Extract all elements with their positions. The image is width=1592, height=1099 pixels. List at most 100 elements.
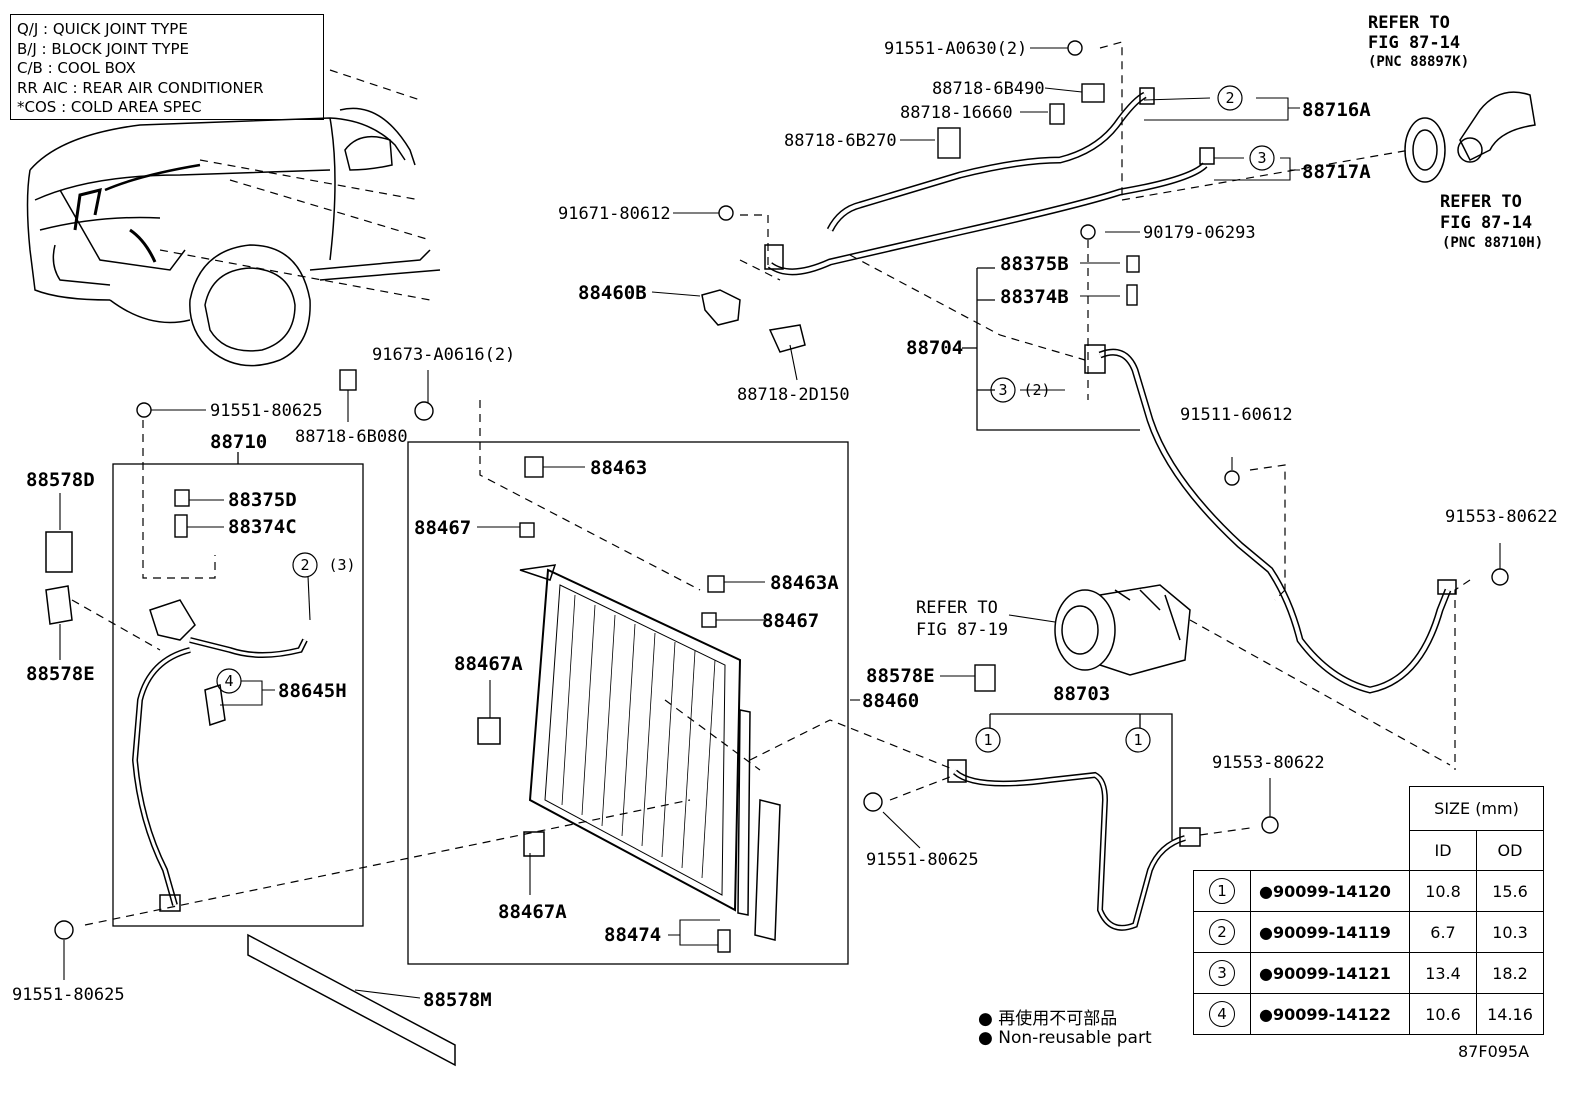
inner-diameter: 6.7 (1409, 911, 1477, 953)
refer-label: FIG 87-14 (1440, 213, 1532, 233)
part-label: 91553-80622 (1445, 507, 1558, 527)
condenser-drawing (477, 564, 781, 941)
outer-diameter: 14.16 (1476, 993, 1544, 1035)
part-label: 88460B (578, 282, 647, 304)
abbreviation-legend: Q/J : QUICK JOINT TYPE B/J : BLOCK JOINT… (10, 14, 324, 120)
part-label: 88474 (604, 924, 661, 946)
legend-line: Q/J : QUICK JOINT TYPE (17, 20, 188, 38)
part-label: 91551-80625 (210, 401, 323, 421)
part-label: 91511-60612 (1180, 405, 1293, 425)
part-label: 88704 (906, 337, 963, 359)
part-label: 88718-6B080 (295, 427, 408, 447)
table-row: 1 ●90099-14120 10.8 15.6 (1193, 870, 1544, 912)
part-label: 88718-6B490 (932, 79, 1045, 99)
refer-label: REFER TO (1440, 192, 1522, 212)
refer-label: FIG 87-19 (916, 620, 1008, 640)
pad-drawing (45, 531, 73, 573)
part-label: 88716A (1302, 99, 1371, 121)
part-number: ●90099-14122 (1250, 993, 1410, 1035)
part-label: 88374B (1000, 286, 1069, 308)
refer-parts-drawing (1404, 91, 1536, 183)
part-label: 88374C (228, 516, 297, 538)
vehicle-illustration (26, 107, 441, 367)
o-ring-ref-1: 1 (1133, 731, 1142, 749)
discharge-pipe-drawing (947, 759, 1201, 931)
part-label: 88375D (228, 489, 297, 511)
liquid-tube-drawing (131, 599, 308, 912)
figure-code: 87F095A (1458, 1042, 1530, 1061)
part-label: 88718-6B270 (784, 131, 897, 151)
table-row: 3 ●90099-14121 13.4 18.2 (1193, 952, 1544, 994)
condenser-group-box (407, 441, 849, 965)
part-number: ●90099-14120 (1250, 870, 1410, 912)
size-header: SIZE (mm) (1409, 786, 1544, 831)
part-label: 88460 (862, 690, 919, 712)
part-label: 91671-80612 (558, 204, 671, 224)
part-label: 90179-06293 (1143, 223, 1256, 243)
o-ring-ref-3: 3 (1257, 149, 1266, 167)
legend-line: RR AIC : REAR AIR CONDITIONER (17, 78, 264, 97)
table-row: 2 ●90099-14119 6.7 10.3 (1193, 911, 1544, 953)
part-label: 88718-16660 (900, 103, 1013, 123)
part-label: 91551-80625 (866, 850, 979, 870)
refer-label: (PNC 88710H) (1442, 235, 1543, 251)
bracket-drawing (701, 289, 741, 326)
part-label: 88717A (1302, 161, 1371, 183)
part-label: 88375B (1000, 253, 1069, 275)
part-label: 88578D (26, 469, 95, 491)
o-ring-ref-1: 1 (983, 731, 992, 749)
part-label: 88467A (454, 653, 523, 675)
ref-number: 4 (1209, 1001, 1235, 1027)
outer-diameter: 10.3 (1476, 911, 1544, 953)
legend-line: *COS : COLD AREA SPEC (17, 98, 202, 117)
suction-hose-drawing (1084, 344, 1457, 694)
o-ring-size-table: SIZE (mm) ID OD 1 ●90099-14120 10.8 15.6… (1193, 786, 1544, 1035)
inner-diameter: 10.6 (1409, 993, 1477, 1035)
col-id-header: ID (1409, 830, 1477, 871)
refer-label: REFER TO (916, 598, 998, 618)
part-label: 88463 (590, 457, 647, 479)
part-label: 88710 (210, 431, 267, 453)
o-ring-ref-2: 2 (1225, 89, 1234, 107)
part-number: ●90099-14119 (1250, 911, 1410, 953)
o-ring-qty: (2) (1023, 381, 1050, 399)
part-label: 88467 (414, 517, 471, 539)
outer-diameter: 18.2 (1476, 952, 1544, 994)
ref-number: 1 (1209, 878, 1235, 904)
part-label: 88578E (866, 665, 935, 687)
o-ring-ref-2: 2 (300, 556, 309, 574)
o-ring-qty: (3) (328, 556, 355, 574)
part-label: 91553-80622 (1212, 753, 1325, 773)
part-label: 91551-A0630(2) (884, 39, 1027, 59)
non-reusable-note-jp: ● 再使用不可部品 (978, 1009, 1118, 1029)
seal-strip-drawing (247, 933, 456, 1067)
inner-diameter: 10.8 (1409, 870, 1477, 912)
refer-label: (PNC 88897K) (1368, 54, 1469, 70)
legend-line: B/J : BLOCK JOINT TYPE (17, 39, 190, 58)
part-label: 88718-2D150 (737, 385, 850, 405)
inner-diameter: 13.4 (1409, 952, 1477, 994)
part-number: ●90099-14121 (1250, 952, 1410, 994)
part-label: 91673-A0616(2) (372, 345, 515, 365)
compressor-drawing (1054, 584, 1191, 676)
outer-diameter: 15.6 (1476, 870, 1544, 912)
o-ring-ref-4: 4 (224, 672, 233, 690)
discharge-hose-drawing (764, 87, 1215, 276)
non-reusable-note-en: ● Non-reusable part (978, 1028, 1152, 1048)
part-label: 88703 (1053, 683, 1110, 705)
refer-label: REFER TO (1368, 13, 1450, 33)
part-label: 91551-80625 (12, 985, 125, 1005)
part-label: 88463A (770, 572, 839, 594)
ref-number: 3 (1209, 960, 1235, 986)
refer-label: FIG 87-14 (1368, 33, 1460, 53)
part-label: 88578M (423, 989, 492, 1011)
o-ring-ref-3: 3 (998, 381, 1007, 399)
col-od-header: OD (1476, 830, 1544, 871)
part-label: 88467 (762, 610, 819, 632)
part-label: 88578E (26, 663, 95, 685)
part-label: 88645H (278, 680, 347, 702)
table-row: 4 ●90099-14122 10.6 14.16 (1193, 993, 1544, 1035)
part-label: 88467A (498, 901, 567, 923)
ref-number: 2 (1209, 919, 1235, 945)
